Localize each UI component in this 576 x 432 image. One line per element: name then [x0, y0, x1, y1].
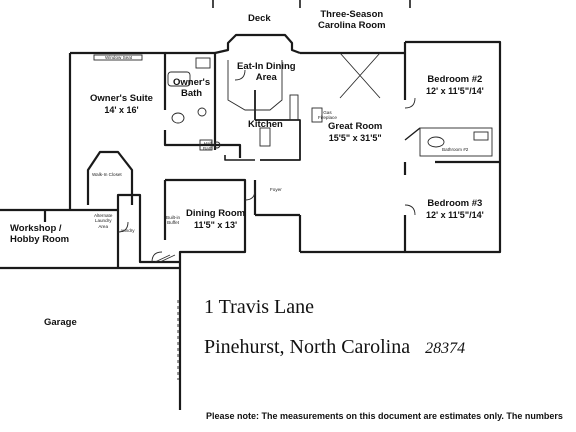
carolina-room-line1: Three-Season — [320, 9, 384, 20]
alternate-laundry-line2: Laundry — [94, 218, 112, 224]
built-in-buffet-label: Built-in Buffet — [166, 215, 180, 226]
gas-fireplace-label: Gas Fireplace — [318, 110, 337, 121]
address-zip: 28374 — [425, 340, 466, 357]
owners-suite-label: Owner's Suite 14' x 16' — [90, 93, 153, 115]
bedroom-3-label: Bedroom #3 12' x 11'5"/14' — [426, 198, 484, 220]
carolina-room-label: Three-Season Carolina Room — [318, 9, 386, 32]
address-street: 1 Travis Lane — [204, 296, 314, 318]
half-bath-line2: Bath — [203, 146, 213, 152]
half-bath-line1: Half — [203, 141, 212, 146]
dining-room-label: Dining Room 11'5" x 13' — [186, 208, 246, 230]
deck-label: Deck — [248, 13, 271, 24]
walk-in-closet-label: Walk-In Closet — [92, 172, 122, 177]
foyer-label: Foyer — [270, 187, 282, 192]
owners-suite-name: Owner's Suite — [90, 93, 153, 104]
owners-bath-line1: Owner's — [173, 77, 211, 88]
eat-in-dining-label: Eat-In Dining Area — [237, 61, 296, 84]
bedroom-2-name: Bedroom #2 — [427, 74, 483, 85]
alternate-laundry-line3: Area — [98, 223, 109, 229]
workshop-line2: Hobby Room — [10, 233, 70, 245]
gas-fireplace-line1: Gas — [323, 110, 332, 115]
half-bath-label: Half Bath — [203, 141, 212, 152]
dining-room-dimensions: 11'5" x 13' — [194, 219, 238, 230]
bedroom-2-dimensions: 12' x 11'5"/14' — [426, 85, 484, 96]
address-city: Pinehurst, North Carolina — [204, 336, 411, 358]
alternate-laundry-label: Alternate Laundry Area — [94, 213, 112, 229]
great-room-dimensions: 15'5" x 31'5" — [328, 132, 382, 143]
window-seat-label: Window Seat — [105, 55, 133, 60]
great-room-label: Great Room 15'5" x 31'5" — [328, 121, 383, 143]
eat-in-dining-line2: Area — [255, 71, 277, 83]
owners-bath-label: Owner's Bath — [173, 77, 211, 100]
alternate-laundry-line1: Alternate — [94, 213, 113, 218]
bedroom-3-name: Bedroom #3 — [427, 198, 483, 209]
owners-suite-dimensions: 14' x 16' — [104, 104, 139, 115]
workshop-line1: Workshop / — [10, 223, 62, 234]
address-city-state: Pinehurst, North Carolina 28374 — [204, 336, 465, 359]
great-room-name: Great Room — [328, 121, 383, 132]
owners-bath-line2: Bath — [180, 87, 203, 99]
carolina-room-line2: Carolina Room — [318, 19, 386, 31]
built-in-buffet-line1: Built-in — [166, 215, 181, 220]
kitchen-label: Kitchen — [248, 119, 283, 130]
bedroom-2-label: Bedroom #2 12' x 11'5"/14' — [426, 74, 484, 96]
built-in-buffet-line2: Buffet — [167, 220, 179, 226]
workshop-label: Workshop / Hobby Room — [10, 223, 70, 246]
garage-label: Garage — [44, 317, 77, 328]
eat-in-dining-line1: Eat-In Dining — [237, 61, 296, 72]
bathroom-2-label: Bathroom #2 — [442, 147, 469, 152]
dining-room-name: Dining Room — [186, 208, 246, 219]
disclaimer-note: Please note: The measurements on this do… — [206, 411, 563, 421]
gas-fireplace-line2: Fireplace — [318, 115, 337, 121]
laundry-label: Laundry — [118, 228, 135, 233]
bedroom-3-dimensions: 12' x 11'5"/14' — [426, 209, 484, 220]
